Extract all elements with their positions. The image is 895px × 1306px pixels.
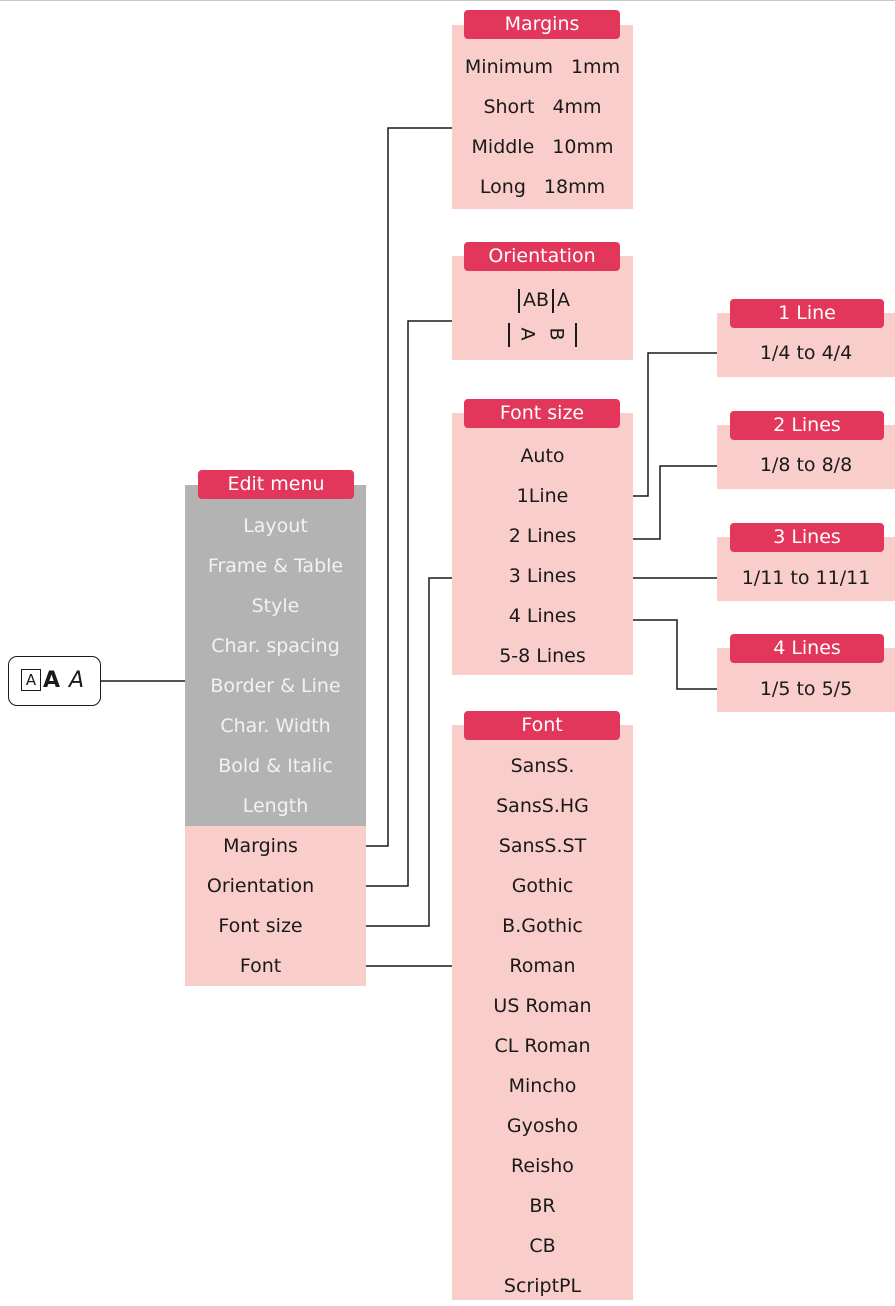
edit-menu-item-style[interactable]: Style [251,595,300,617]
font-option[interactable]: CL Roman [494,1035,591,1057]
line-box-2-title: 2 Lines [730,411,884,440]
font-size-option-auto[interactable]: Auto [520,445,565,467]
margins-title: Margins [464,10,620,39]
orientation-edge-mark [552,288,555,313]
edit-menu-pink-panel: Margins Orientation Font size Font [185,826,366,986]
margin-name: Minimum [464,56,553,78]
margin-option-middle[interactable]: Middle 10mm [452,127,633,167]
edit-menu-item-length[interactable]: Length [242,795,309,817]
line-box-1-range[interactable]: 1/4 to 4/4 [759,342,853,364]
connector-margins [355,127,452,847]
margin-name: Long [479,176,526,198]
line-box-3-range[interactable]: 1/11 to 11/11 [741,567,871,589]
font-option[interactable]: SansS.HG [496,795,589,817]
edit-menu-item-margins[interactable]: Margins [223,835,298,857]
font-option[interactable]: SansS.ST [498,835,587,857]
text-attribute-key[interactable]: A A A [8,656,101,706]
edit-menu-item-font[interactable]: Font [239,955,282,977]
font-panel: SansS. SansS.HG SansS.ST Gothic B.Gothic… [452,725,633,1300]
orientation-edge-mark [574,322,577,347]
margin-name: Middle [471,136,535,158]
edit-menu-item-bold-italic[interactable]: Bold & Italic [218,755,333,777]
bold-a-icon: A [43,668,61,693]
font-option[interactable]: Reisho [511,1155,574,1177]
orientation-horizontal[interactable]: AB A [452,280,633,320]
font-size-option-2lines[interactable]: 2 Lines [508,525,577,547]
margin-value: 10mm [552,136,614,158]
orientation-edge-mark [508,322,511,347]
orientation-vertical-text-2: B [545,327,568,341]
orientation-horizontal-text-2: A [557,289,571,311]
margin-option-long[interactable]: Long 18mm [452,167,633,207]
edit-menu-grey-panel: Layout Frame & Table Style Char. spacing… [185,485,366,826]
edit-menu-item-orientation[interactable]: Orientation [206,875,315,897]
edit-menu-item-char-spacing[interactable]: Char. spacing [211,635,340,657]
line-box-2-range[interactable]: 1/8 to 8/8 [759,454,853,476]
margins-panel: Minimum 1mm Short 4mm Middle 10mm Long 18mm [452,25,633,209]
font-option[interactable]: Mincho [508,1075,577,1097]
font-option[interactable]: ScriptPL [503,1275,582,1297]
top-divider [0,0,895,1]
font-title: Font [464,711,620,740]
orientation-title: Orientation [464,242,620,271]
margin-value: 1mm [570,56,621,78]
connector-1line [622,352,717,497]
connector-orientation [355,320,452,887]
font-option[interactable]: US Roman [493,995,592,1017]
orientation-horizontal-text-1: AB [522,289,550,311]
font-option[interactable]: B.Gothic [502,915,583,937]
connector-font-size [355,577,452,927]
font-size-panel: Auto 1Line 2 Lines 3 Lines 4 Lines 5-8 L… [452,413,633,675]
font-size-option-1line[interactable]: 1Line [516,485,569,507]
connector-4lines [622,619,717,690]
line-box-4-title: 4 Lines [730,634,884,663]
edit-menu-item-frame-table[interactable]: Frame & Table [207,555,344,577]
font-option[interactable]: CB [529,1235,556,1257]
margin-name: Short [483,96,535,118]
font-size-option-4lines[interactable]: 4 Lines [508,605,577,627]
margin-option-minimum[interactable]: Minimum 1mm [452,47,633,87]
font-option[interactable]: Roman [509,955,576,977]
edit-menu-title: Edit menu [198,470,354,499]
font-option[interactable]: BR [529,1195,556,1217]
line-box-1-title: 1 Line [730,299,884,328]
margin-value: 18mm [543,176,606,198]
margin-option-short[interactable]: Short 4mm [452,87,633,127]
font-option[interactable]: SansS. [510,755,575,777]
font-option[interactable]: Gothic [511,875,574,897]
italic-a-icon: A [69,668,85,693]
edit-menu-item-border-line[interactable]: Border & Line [210,675,341,697]
edit-menu-item-char-width[interactable]: Char. Width [220,715,331,737]
line-box-4-range[interactable]: 1/5 to 5/5 [759,678,853,700]
orientation-edge-mark [517,288,520,313]
font-size-title: Font size [464,399,620,428]
font-size-option-3lines[interactable]: 3 Lines [508,565,577,587]
line-box-3-title: 3 Lines [730,523,884,552]
edit-menu-item-layout[interactable]: Layout [243,515,308,537]
framed-a-icon: A [21,669,41,691]
font-option[interactable]: Gyosho [506,1115,579,1137]
font-size-option-5-8lines[interactable]: 5-8 Lines [499,645,586,667]
edit-menu-item-font-size[interactable]: Font size [218,915,303,937]
connector-2lines [622,465,717,540]
margin-value: 4mm [552,96,602,118]
